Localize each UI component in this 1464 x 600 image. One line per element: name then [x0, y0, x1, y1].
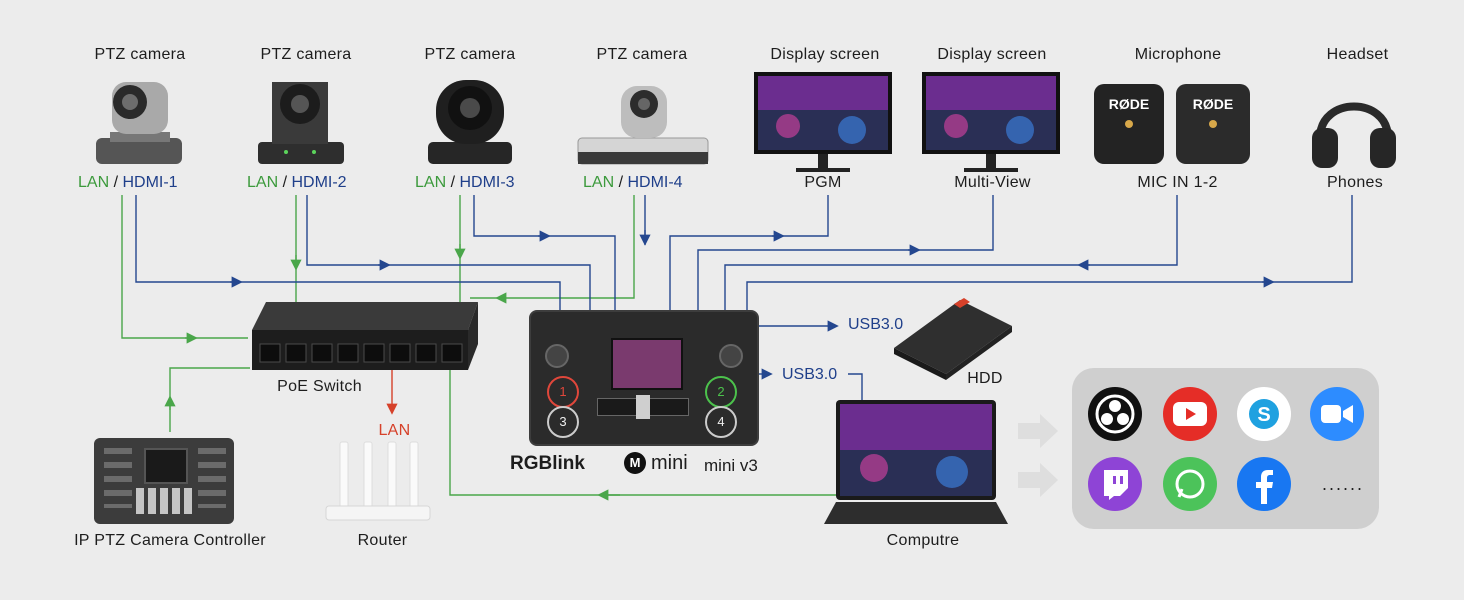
cam2-hdmi-label: HDMI-2: [291, 174, 346, 191]
display2-sub: Multi-View: [935, 174, 1050, 192]
controller-keypad: [136, 488, 192, 514]
svg-text:S: S: [1257, 404, 1270, 426]
mic-brand-1: RØDE: [1094, 96, 1164, 112]
ptz-camera-1: [90, 72, 190, 172]
mixer-button-2: 2: [705, 376, 737, 408]
multiview-line: [698, 195, 993, 310]
mixer-button-3: 3: [547, 406, 579, 438]
cam1-hdmi-label: HDMI-1: [122, 174, 177, 191]
computer-title: Computre: [868, 532, 978, 550]
ptz-camera-3: [422, 72, 518, 172]
controller-buttons-right: [198, 448, 226, 508]
cam1-title: PTZ camera: [70, 46, 210, 64]
phones-line: [747, 195, 1352, 310]
mic-dot-2: [1209, 120, 1217, 128]
mixer-brand: RGBlink: [510, 453, 585, 475]
microphone-transmitter: RØDE: [1094, 84, 1164, 164]
mic-title: Microphone: [1108, 46, 1248, 64]
mic-brand-2: RØDE: [1176, 96, 1250, 112]
mixer-model: mini v3: [704, 456, 758, 476]
cam3-hdmi-label: HDMI-3: [459, 174, 514, 191]
headset-sub: Phones: [1310, 174, 1400, 192]
ptz-camera-2: [256, 72, 352, 172]
controller-screen: [144, 448, 188, 484]
mixer-knob-left: [545, 344, 569, 368]
cam4-sep: /: [614, 174, 627, 191]
mixer-button-1: 1: [547, 376, 579, 408]
mixer-button-4: 4: [705, 406, 737, 438]
mic-dot-1: [1125, 120, 1133, 128]
cam4-lan-label: LAN: [583, 174, 614, 191]
usb-computer-line: [848, 374, 862, 400]
controller-title: IP PTZ Camera Controller: [55, 532, 285, 550]
poe-switch: [246, 300, 486, 375]
skype-icon: S: [1237, 387, 1291, 441]
cam3-lan-label: LAN: [415, 174, 446, 191]
rgblink-mini-mixer: 1 3 2 4: [529, 310, 759, 446]
cam1-sep: /: [109, 174, 122, 191]
display1-sub: PGM: [778, 174, 868, 192]
lan-line-controller: [170, 368, 250, 432]
mixer-knob-right: [719, 344, 743, 368]
microphone-receiver: RØDE: [1176, 84, 1250, 164]
mixer-screen: [611, 338, 683, 390]
display1-title: Display screen: [745, 46, 905, 64]
router-title: Router: [345, 532, 420, 550]
hdmi-line-3: [474, 195, 615, 310]
display-screen-pgm: [752, 70, 896, 176]
mixer-logo-badge: M: [624, 452, 646, 474]
cam3-title: PTZ camera: [400, 46, 540, 64]
hdd-device: [890, 296, 1016, 380]
twitch-icon: [1088, 457, 1142, 511]
cam4-title: PTZ camera: [572, 46, 712, 64]
hdd-title: HDD: [960, 370, 1010, 388]
ptz-camera-4: [576, 80, 711, 170]
mic-line: [725, 195, 1177, 310]
pgm-line: [670, 195, 828, 310]
mixer-logo-text: mini: [651, 452, 688, 475]
display-screen-multiview: [920, 70, 1064, 176]
laptop-computer: [822, 398, 1010, 528]
facebook-icon: [1237, 457, 1291, 511]
hdmi-line-2: [307, 195, 590, 310]
more-apps-label: ......: [1322, 474, 1364, 495]
streaming-apps-panel: S ......: [1072, 368, 1379, 529]
computer-usb-label: USB3.0: [782, 366, 837, 384]
router-lan-label: LAN: [372, 422, 417, 440]
mixer-tbar: [597, 398, 689, 416]
lan-line-cam1: [122, 195, 248, 338]
zoom-icon: [1310, 387, 1364, 441]
cam1-lan-label: LAN: [78, 174, 109, 191]
arrow-apps-2: [1018, 463, 1058, 497]
hdmi-line-1: [136, 195, 560, 310]
obs-icon: [1088, 387, 1142, 441]
whatsapp-icon: [1163, 457, 1217, 511]
headset-icon: [1306, 76, 1402, 172]
cam2-title: PTZ camera: [236, 46, 376, 64]
display2-title: Display screen: [912, 46, 1072, 64]
switch-title: PoE Switch: [262, 378, 377, 396]
ptz-controller: [94, 438, 234, 524]
mic-sub: MIC IN 1-2: [1115, 174, 1240, 192]
cam2-lan-label: LAN: [247, 174, 278, 191]
arrow-apps-1: [1018, 414, 1058, 448]
headset-title: Headset: [1300, 46, 1415, 64]
controller-buttons-left: [104, 448, 132, 508]
cam3-sep: /: [446, 174, 459, 191]
cam4-hdmi-label: HDMI-4: [627, 174, 682, 191]
cam2-sep: /: [278, 174, 291, 191]
youtube-icon: [1163, 387, 1217, 441]
router-device: [322, 440, 434, 524]
